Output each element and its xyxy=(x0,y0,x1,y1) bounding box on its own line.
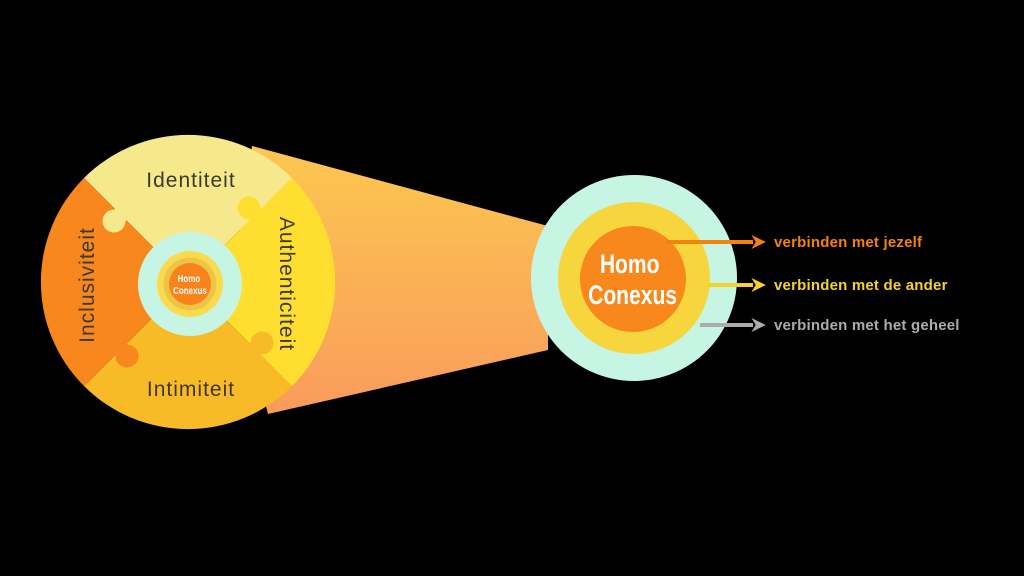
puzzle-piece-intimiteit xyxy=(84,282,292,430)
core-title: Homo Conexus xyxy=(173,273,207,296)
puzzle-tab-knob xyxy=(237,196,261,220)
puzzle-label-authenticiteit: Authenticiteit xyxy=(275,217,298,351)
puzzle-circle: Identiteit Authenticiteit Intimiteit Inc… xyxy=(40,134,336,430)
puzzle-tab-knob xyxy=(250,331,274,355)
label-verbinden-met-het-geheel: verbinden met het geheel xyxy=(774,317,960,334)
focus-title: Homo Conexus xyxy=(588,250,677,311)
puzzle-label-inclusiviteit: Inclusiviteit xyxy=(76,227,99,343)
label-verbinden-met-de-ander: verbinden met de ander xyxy=(774,277,948,294)
puzzle-label-intimiteit: Intimiteit xyxy=(147,378,235,401)
puzzle-tab-knob xyxy=(102,209,126,233)
label-verbinden-met-jezelf: verbinden met jezelf xyxy=(774,234,923,251)
focus-core-circle xyxy=(580,226,686,332)
puzzle-piece-authenticiteit xyxy=(188,178,336,386)
annotations: verbinden met jezelf verbinden met de an… xyxy=(666,234,960,334)
core-circle xyxy=(169,263,211,305)
focus-circle: Homo Conexus xyxy=(531,175,737,381)
puzzle-label-identiteit: Identiteit xyxy=(146,169,235,192)
puzzle-piece-identiteit xyxy=(84,134,292,282)
puzzle-tab-knob xyxy=(115,344,139,368)
puzzle-piece-inclusiviteit xyxy=(40,178,188,386)
